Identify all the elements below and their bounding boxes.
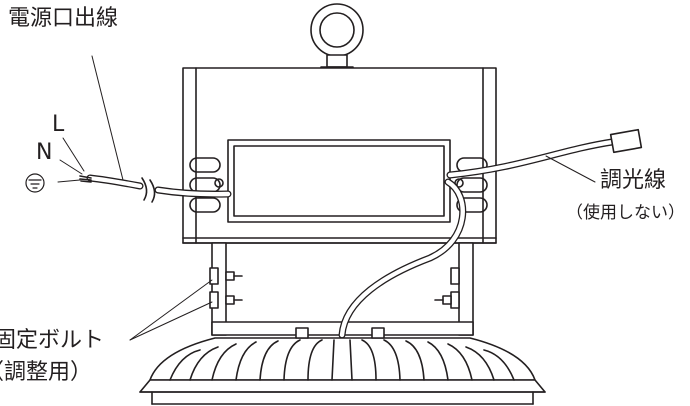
fixing-bolt-label: 固定ボルト	[0, 328, 105, 353]
power-cable-label: 電源口出線	[8, 6, 119, 31]
heat-sink	[139, 327, 546, 405]
line-label: L	[52, 112, 65, 137]
power-cable	[79, 174, 232, 203]
adjust-note-label: （調整用）	[0, 360, 93, 385]
dimming-cable	[446, 128, 643, 183]
internal-cable	[338, 178, 467, 339]
dimming-note-label: （使用しない）	[566, 203, 685, 223]
dimming-cable-label: 調光線	[600, 168, 667, 193]
fixing-bolt-right	[434, 267, 460, 309]
ground-symbol-icon	[25, 173, 45, 193]
fixing-bolt-left	[209, 267, 243, 309]
leader-lines-left	[57, 55, 124, 183]
driver-box	[214, 139, 464, 223]
neutral-label: N	[36, 140, 53, 165]
leader-lines-bolt	[129, 279, 213, 341]
